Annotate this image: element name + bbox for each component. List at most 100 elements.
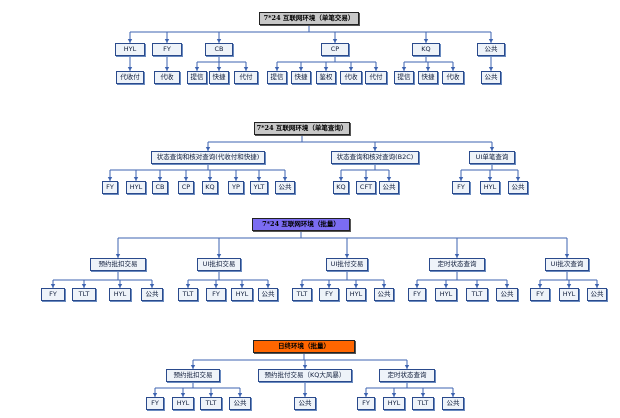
arrow-head xyxy=(185,284,191,288)
section-title: 7*24 互联网环境（单笔交易） xyxy=(259,12,359,25)
arrow-head xyxy=(537,284,543,288)
leaf-node: 鉴权 xyxy=(316,71,336,84)
arrow-head xyxy=(488,39,494,43)
arrow-head xyxy=(332,39,338,43)
arrow-head xyxy=(183,177,189,181)
group-node: FY xyxy=(152,43,182,56)
group-node: 状态查询和核对查询(B2C) xyxy=(331,151,419,164)
leaf-node: CB xyxy=(152,181,168,194)
arrow-head xyxy=(401,67,407,71)
arrow-head xyxy=(81,284,87,288)
arrow-head xyxy=(391,393,397,397)
group-node: UI单笔查询 xyxy=(469,151,515,164)
group-node: 预约批付交易（KQ大风暴） xyxy=(258,369,352,382)
arrow-head xyxy=(298,67,304,71)
arrow-head xyxy=(149,284,155,288)
arrow-head xyxy=(302,393,308,397)
arrow-head xyxy=(423,39,429,43)
leaf-node: 代收付 xyxy=(116,71,144,84)
arrow-head xyxy=(474,284,480,288)
arrow-head xyxy=(344,254,350,258)
arrow-head xyxy=(180,393,186,397)
arrow-head xyxy=(205,147,211,151)
leaf-node: 代付 xyxy=(365,71,387,84)
arrow-head xyxy=(157,177,163,181)
arrow-head xyxy=(363,393,369,397)
leaf-node: 快捷 xyxy=(418,71,438,84)
arrow-head xyxy=(127,39,133,43)
arrow-head xyxy=(299,284,305,288)
leaf-node: 代收 xyxy=(442,71,464,84)
leaf-node: FY xyxy=(206,288,226,301)
arrow-head xyxy=(117,284,123,288)
leaf-node: 公共 xyxy=(379,181,399,194)
arrow-head xyxy=(164,39,170,43)
group-node: 状态查询和核对查询(代收付和快捷) xyxy=(151,151,265,164)
arrow-head xyxy=(414,284,420,288)
arrow-head xyxy=(216,67,222,71)
leaf-node: FY xyxy=(319,288,339,301)
arrow-head xyxy=(458,177,464,181)
arrow-head xyxy=(152,393,158,397)
arrow-head xyxy=(404,365,410,369)
leaf-node: 提信 xyxy=(267,71,287,84)
arrow-head xyxy=(489,147,495,151)
arrow-head xyxy=(194,67,200,71)
leaf-node: 代付 xyxy=(234,71,258,84)
leaf-node: 快捷 xyxy=(209,71,229,84)
leaf-node: HYL xyxy=(126,181,146,194)
leaf-node: YP xyxy=(228,181,244,194)
leaf-node: FY xyxy=(102,181,118,194)
leaf-node: 公共 xyxy=(374,288,394,301)
arrow-head xyxy=(190,365,196,369)
group-node: 预约批扣交易 xyxy=(90,258,146,271)
leaf-node: CFT xyxy=(356,181,376,194)
arrow-head xyxy=(213,284,219,288)
arrow-head xyxy=(216,254,222,258)
leaf-node: FY xyxy=(452,181,470,194)
arrow-head xyxy=(487,177,493,181)
arrow-head xyxy=(504,284,510,288)
leaf-node: KQ xyxy=(333,181,349,194)
arrow-head xyxy=(282,177,288,181)
section-title: 7*24 互联网环境（批量） xyxy=(252,218,350,231)
arrow-head xyxy=(488,67,494,71)
leaf-node: FY xyxy=(357,397,375,410)
arrow-head xyxy=(243,67,249,71)
leaf-node: FY xyxy=(146,397,164,410)
arrow-head xyxy=(420,393,426,397)
arrow-head xyxy=(207,177,213,181)
arrow-head xyxy=(216,39,222,43)
arrow-head xyxy=(353,284,359,288)
arrow-head xyxy=(564,254,570,258)
arrow-head xyxy=(372,147,378,151)
arrow-head xyxy=(326,284,332,288)
group-node: 预约批扣交易 xyxy=(166,369,220,382)
arrow-head xyxy=(454,254,460,258)
group-node: CP xyxy=(321,43,349,56)
leaf-node: 代收 xyxy=(154,71,180,84)
leaf-node: 提信 xyxy=(394,71,414,84)
leaf-node: 公共 xyxy=(496,288,518,301)
arrow-head xyxy=(373,67,379,71)
arrow-head xyxy=(386,177,392,181)
leaf-node: FY xyxy=(41,288,65,301)
arrow-head xyxy=(50,284,56,288)
leaf-node: 提信 xyxy=(187,71,207,84)
leaf-node: KQ xyxy=(202,181,218,194)
arrow-head xyxy=(338,177,344,181)
leaf-node: HYL xyxy=(109,288,131,301)
leaf-node: CP xyxy=(178,181,194,194)
leaf-node: TLT xyxy=(178,288,198,301)
leaf-node: TLT xyxy=(292,288,312,301)
section-title: 7*24 互联网环境（单笔查询） xyxy=(254,122,350,135)
group-node: 定时状态查询 xyxy=(379,369,435,382)
group-node: UI批付交易 xyxy=(326,258,368,271)
leaf-node: 代收 xyxy=(340,71,362,84)
leaf-node: 公共 xyxy=(258,288,278,301)
group-node: 公共 xyxy=(477,43,505,56)
arrow-head xyxy=(450,67,456,71)
group-node: KQ xyxy=(412,43,440,56)
arrow-head xyxy=(425,67,431,71)
